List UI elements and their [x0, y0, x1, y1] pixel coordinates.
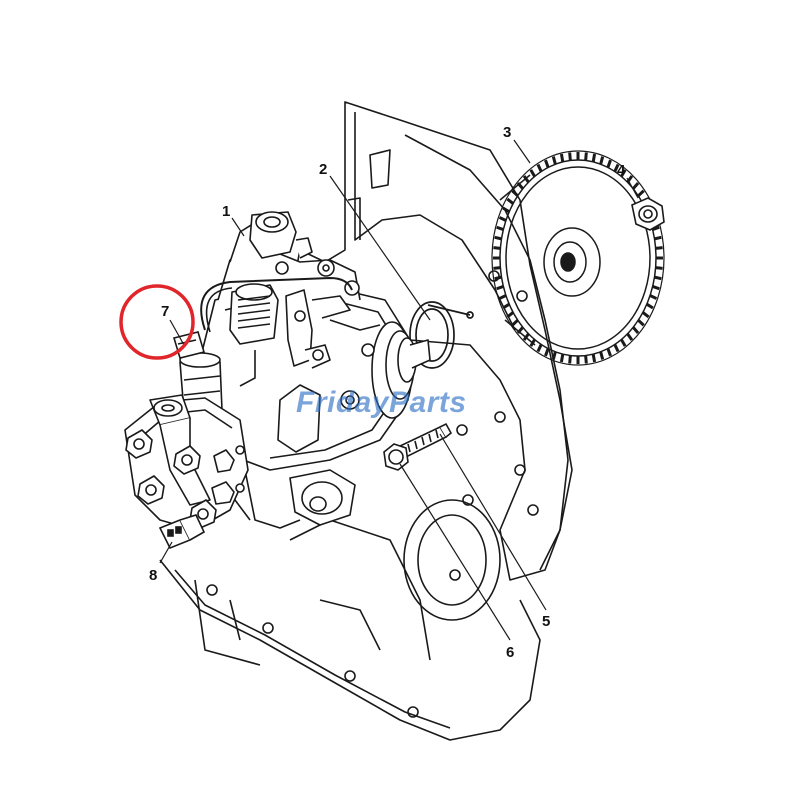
gear-tooth	[606, 348, 612, 357]
leader-line-8	[159, 541, 173, 564]
callout-6: 6	[506, 644, 514, 661]
injection-pump	[199, 211, 431, 529]
watermark-text-2: Parts	[389, 386, 467, 419]
mounting-nut	[383, 443, 409, 471]
gear-tooth	[502, 206, 510, 214]
callout-4: 4	[617, 162, 626, 179]
leader-line-5	[439, 433, 547, 611]
callout-3: 3	[503, 124, 511, 141]
gear-tooth	[551, 351, 557, 360]
gear-tooth	[544, 348, 550, 357]
gear-tooth	[613, 163, 620, 173]
gear-tooth	[652, 225, 660, 231]
gear-teeth	[491, 150, 665, 366]
gear-tooth	[502, 302, 510, 310]
gear-tooth	[584, 152, 588, 161]
leader-lines	[159, 139, 639, 641]
gear-tooth	[655, 266, 663, 270]
watermark-logo: FridayParts	[296, 386, 467, 419]
gear-tooth	[568, 152, 572, 161]
callout-7: 7	[161, 303, 169, 320]
gear-tooth	[632, 326, 640, 334]
gear-tooth	[496, 225, 504, 231]
o-ring-seal	[409, 301, 474, 369]
gear-tooth	[654, 235, 662, 241]
timing-housing	[159, 101, 573, 741]
callout-2: 2	[319, 161, 327, 178]
gear-tooth	[511, 189, 519, 197]
gear-tooth	[493, 266, 501, 270]
gear-tooth	[493, 246, 501, 250]
gear-tooth	[498, 294, 507, 300]
gear-tooth	[599, 156, 605, 165]
gear-tooth	[559, 353, 565, 363]
gear-tooth	[496, 285, 504, 291]
gear-tooth	[506, 197, 515, 205]
gear-tooth	[494, 275, 502, 281]
gear-tooth	[494, 235, 502, 241]
gear-tooth	[641, 311, 650, 319]
gear-tooth	[613, 343, 620, 353]
leader-line-4	[626, 177, 639, 199]
gear-tooth	[591, 353, 597, 363]
leader-line-7	[169, 319, 185, 346]
gear-tooth	[620, 338, 627, 347]
gear-tooth	[584, 355, 588, 364]
electrical-connector	[158, 514, 206, 550]
gear-nut	[631, 197, 665, 231]
gear-tooth	[568, 355, 572, 364]
gear-tooth	[536, 343, 543, 353]
callout-8: 8	[149, 567, 157, 584]
leader-line-3	[513, 139, 531, 164]
gear-tooth	[637, 319, 645, 327]
gear-tooth	[599, 351, 605, 360]
hydraulic-head	[124, 394, 249, 531]
gear-tooth	[559, 153, 565, 163]
gear-outer-rim	[491, 150, 665, 366]
gear-tooth	[544, 159, 550, 168]
callout-1: 1	[222, 203, 230, 220]
gear-tooth	[620, 169, 627, 178]
gear-tooth	[551, 156, 557, 165]
gear-tooth	[655, 246, 663, 250]
gear-tooth	[649, 294, 658, 300]
callout-5: 5	[542, 613, 550, 630]
gear-tooth	[498, 216, 507, 222]
gear-tooth	[529, 169, 536, 178]
gear-tooth	[654, 275, 662, 281]
gear-tooth	[511, 319, 519, 327]
gear-tooth	[626, 332, 634, 341]
watermark-text-1: Friday	[296, 386, 390, 419]
gear-tooth	[632, 182, 640, 190]
gear-tooth	[506, 311, 515, 319]
gear-tooth	[637, 189, 645, 197]
leader-line-2	[329, 175, 431, 321]
leader-line-1	[231, 217, 245, 237]
gear-tooth	[522, 175, 530, 184]
gear-tooth	[606, 159, 612, 168]
leader-line-6	[399, 463, 511, 641]
gear-tooth	[652, 285, 660, 291]
gear-tooth	[591, 153, 597, 163]
gear-tooth	[536, 163, 543, 173]
highlight-circle	[119, 284, 195, 360]
gear-tooth	[646, 302, 654, 310]
drive-gear	[491, 150, 665, 366]
